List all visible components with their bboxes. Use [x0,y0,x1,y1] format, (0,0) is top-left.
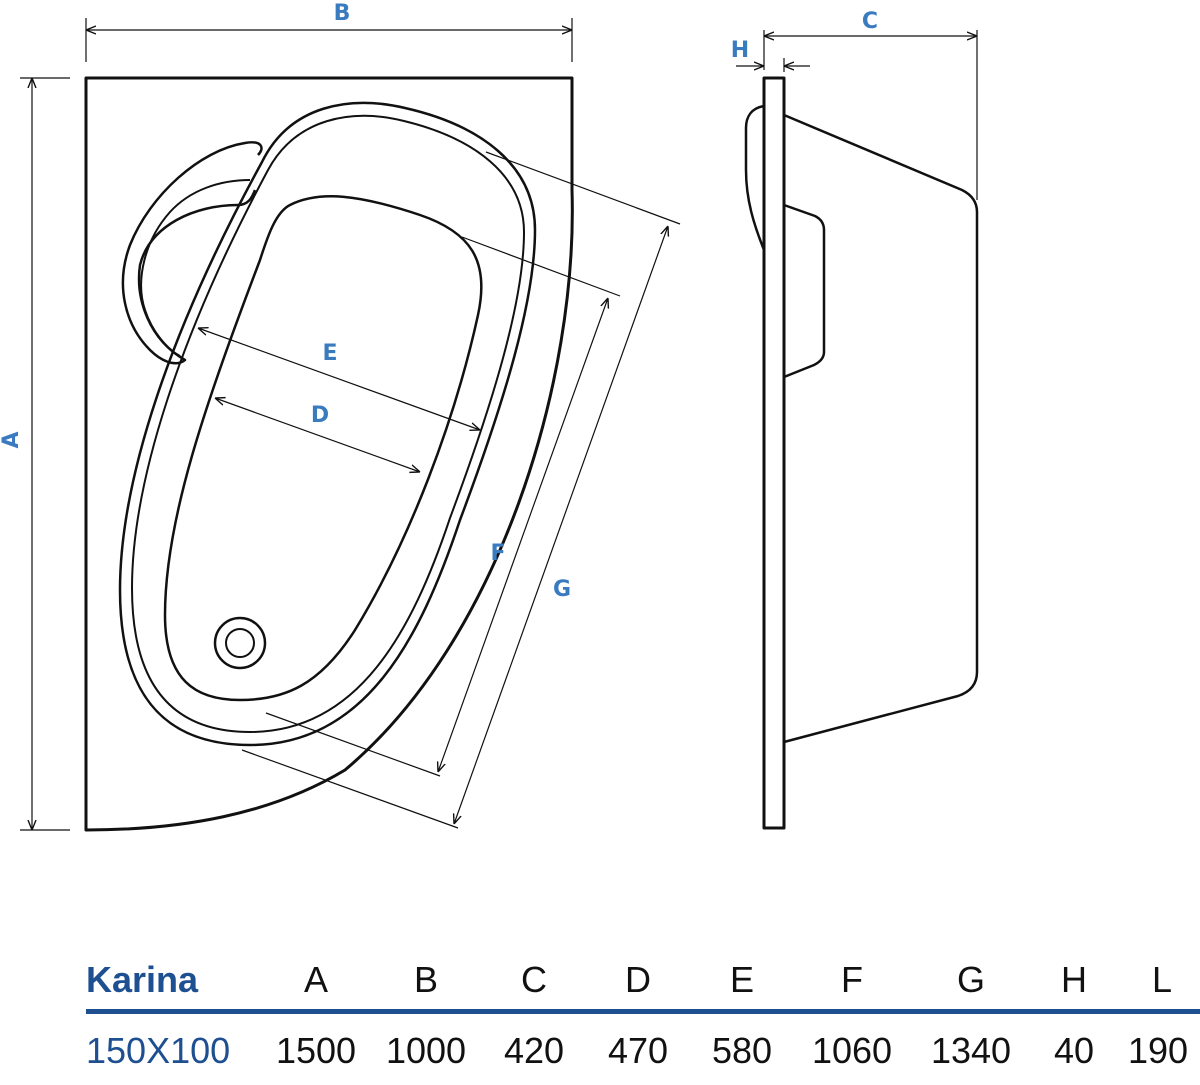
column-header: G [956,959,985,1000]
label-b: B [334,1,351,26]
dimension-d-line [215,398,420,472]
tub-headrest-inner [140,179,251,357]
tub-basin-floor [163,195,483,702]
label-g: G [553,577,571,602]
column-header: D [625,959,651,1000]
side-view-dimensions [736,30,978,200]
dimension-table: Karina A B C D E F G H L 150X100 1500 10… [86,955,1200,1076]
table-row: 150X100 1500 1000 420 470 580 1060 1340 … [86,1026,1200,1076]
side-headrest [744,104,766,251]
column-header: E [729,959,754,1000]
tub-basin-outer [118,101,537,747]
label-c: C [862,9,878,34]
column-header: A [303,959,328,1000]
table-cell: 1340 [930,1030,1012,1071]
side-rim [762,76,786,830]
label-a: A [0,431,24,448]
column-header: H [1061,959,1087,1000]
label-d: D [311,403,329,428]
top-view [84,76,574,832]
side-view [744,76,979,830]
column-header: B [413,959,438,1000]
drain-inner [225,628,255,658]
label-f: F [490,541,505,566]
table-header-row: Karina A B C D E F G H L [86,955,1200,1005]
side-tub-body [783,113,979,744]
bathtub-technical-drawing: B A E D F G C H [0,1,979,832]
model-name: Karina [86,959,199,1000]
table-cell: 40 [1053,1030,1095,1071]
table-cell: 580 [711,1030,773,1071]
table-cell: 1500 [275,1030,357,1071]
top-view-dimensions [20,18,681,831]
tub-basin-outer-inner-line [131,114,525,733]
variant-name: 150X100 [86,1030,231,1071]
drain-outer [213,616,267,670]
side-seat [783,203,826,379]
dimension-e-line [198,328,480,430]
table-cell: 420 [503,1030,565,1071]
dimension-g-line [454,226,668,824]
column-header: C [521,959,547,1000]
label-e: E [322,341,337,366]
table-cell: 1000 [385,1030,467,1071]
tub-headrest [121,141,263,365]
label-h: H [731,38,749,63]
table-cell: 1060 [811,1030,893,1071]
column-header: L [1151,959,1173,1000]
table-divider [86,1009,1200,1014]
column-header: F [841,959,863,1000]
table-cell: 190 [1127,1030,1189,1071]
table-cell: 470 [607,1030,669,1071]
tub-outer-rim [84,76,574,832]
